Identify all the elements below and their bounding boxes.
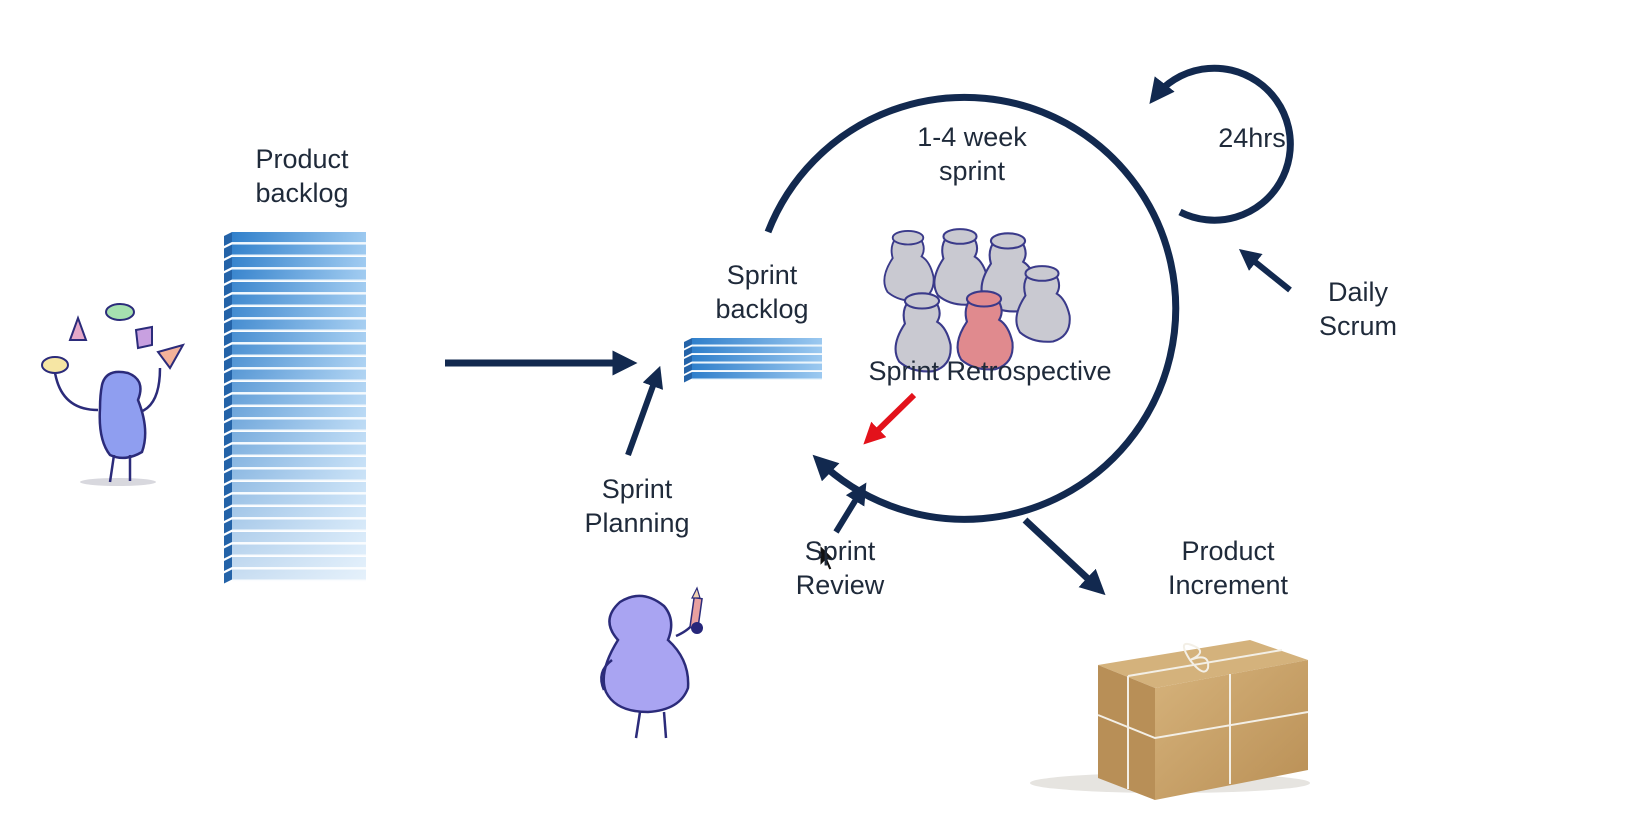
product-backlog-label-line2: backlog xyxy=(255,178,349,208)
increment-arrow xyxy=(1022,517,1106,596)
daily-cycle-label-text: 24hrs xyxy=(1218,123,1286,153)
product-increment-label-line2: Increment xyxy=(1167,570,1289,600)
sprint-backlog-stack-icon xyxy=(684,338,822,383)
product-increment-label: Product Increment xyxy=(1168,534,1288,602)
product-backlog-label-line1: Product xyxy=(255,144,349,174)
mouse-cursor-icon xyxy=(819,543,837,571)
retrospective-arrow xyxy=(863,392,917,445)
sprint-length-label-line2: sprint xyxy=(938,156,1006,186)
sprint-backlog-label-line1: Sprint xyxy=(726,260,798,290)
sprint-review-label: Sprint Review xyxy=(796,534,885,602)
daily-scrum-arrow xyxy=(1238,248,1292,293)
sprint-backlog-label: Sprint backlog xyxy=(715,258,808,326)
sprint-length-label: 1-4 week sprint xyxy=(917,120,1027,188)
daily-scrum-label-line2: Scrum xyxy=(1318,311,1398,341)
sprint-cycle-arrow xyxy=(764,93,1180,523)
sprint-planning-label: Sprint Planning xyxy=(584,472,689,540)
package-icon xyxy=(1030,640,1310,800)
sprint-planning-label-line2: Planning xyxy=(584,508,690,538)
product-backlog-label: Product backlog xyxy=(255,142,348,210)
sprint-backlog-label-line2: backlog xyxy=(715,294,809,324)
daily-cycle-label: 24hrs xyxy=(1218,121,1286,155)
daily-scrum-label-line1: Daily xyxy=(1327,277,1389,307)
sprint-planning-label-line1: Sprint xyxy=(601,474,673,504)
sprint-retrospective-label: Sprint Retrospective xyxy=(868,354,1111,388)
product-backlog-fade xyxy=(232,228,367,583)
product-increment-label-line1: Product xyxy=(1181,536,1275,566)
daily-cycle-arrow xyxy=(1149,64,1294,224)
juggler-figure xyxy=(41,303,186,486)
sprint-planning-arrow xyxy=(625,365,664,457)
sprint-retrospective-label-text: Sprint Retrospective xyxy=(868,356,1112,386)
planner-figure-with-pencil xyxy=(600,586,703,739)
sprint-review-label-line1: Sprint xyxy=(804,536,876,566)
sprint-review-arrow xyxy=(833,482,867,534)
team-figures-icon xyxy=(883,228,1071,373)
sprint-length-label-line1: 1-4 week xyxy=(917,122,1027,152)
sprint-review-label-line2: Review xyxy=(795,570,885,600)
daily-scrum-label: Daily Scrum xyxy=(1319,275,1397,343)
